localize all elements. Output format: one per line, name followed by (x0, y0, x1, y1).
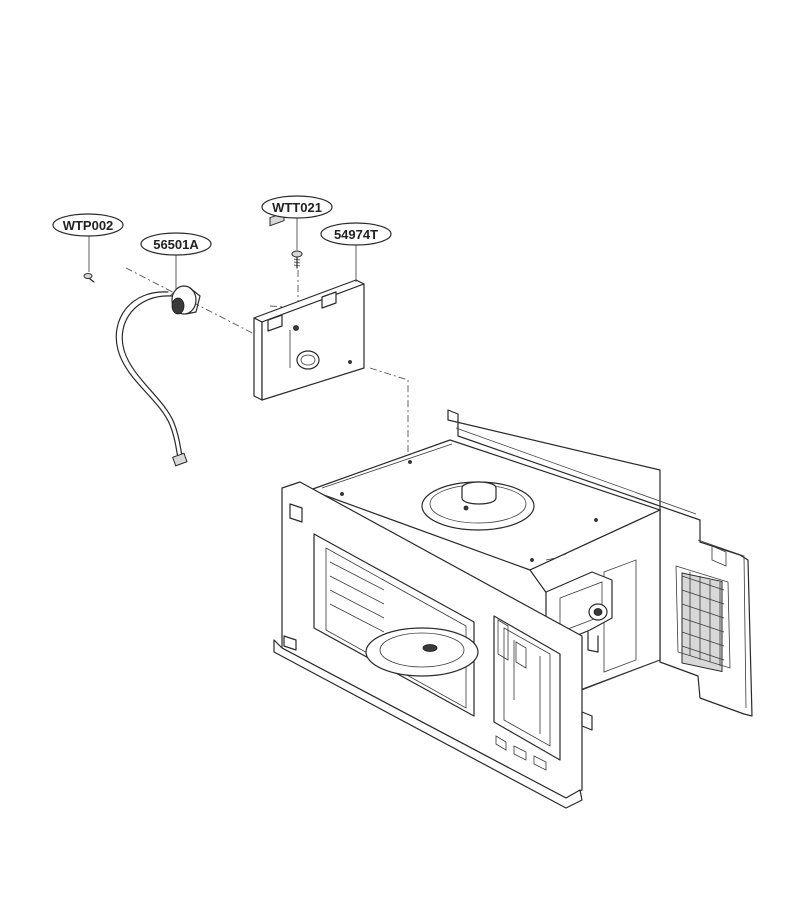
lamp-bracket[interactable] (253, 211, 365, 401)
screw-wtp002[interactable] (83, 273, 95, 283)
callout-label: 54974T (334, 227, 378, 242)
callout-54974t[interactable]: 54974T (320, 222, 392, 246)
callout-wtp002[interactable]: WTP002 (52, 213, 124, 237)
microwave-cavity-chassis (273, 409, 753, 809)
lamp-socket-harness[interactable] (115, 285, 201, 467)
callout-label: 56501A (153, 237, 199, 252)
callout-leaders (88, 217, 357, 290)
callout-wtt021[interactable]: WTT021 (261, 195, 333, 219)
callout-56501a[interactable]: 56501A (140, 232, 212, 256)
screw-wtt021[interactable] (291, 250, 303, 269)
callout-label: WTP002 (63, 218, 114, 233)
callout-label: WTT021 (272, 200, 322, 215)
